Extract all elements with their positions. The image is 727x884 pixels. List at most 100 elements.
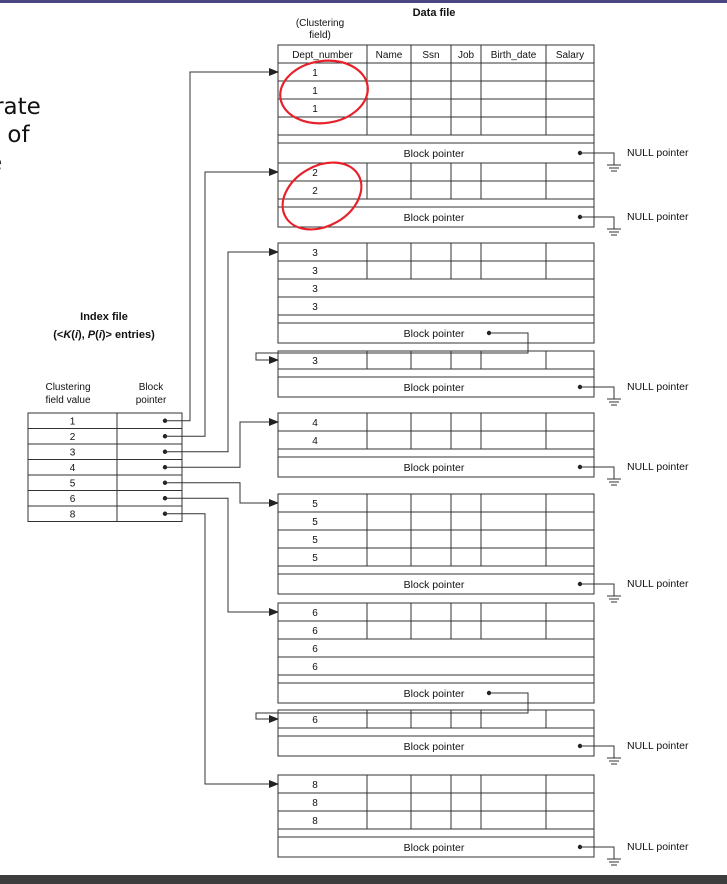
null-pointer-label: NULL pointer <box>627 740 689 752</box>
index-pointer-arrow <box>165 513 279 788</box>
dept-number-cell: 1 <box>312 86 318 97</box>
null-pointer-label: NULL pointer <box>627 211 689 223</box>
index-file-title: Index file <box>80 311 128 323</box>
block-frame <box>277 242 595 344</box>
block-frame <box>277 774 595 858</box>
index-entry-value: 8 <box>70 510 76 521</box>
dept-number-cell: 6 <box>312 608 318 619</box>
dept-number-cell: 3 <box>312 302 318 313</box>
dept-number-cell: 8 <box>312 816 318 827</box>
index-entry-value: 2 <box>70 432 76 443</box>
slide-text-line: d <box>0 177 70 205</box>
null-pointer-label: NULL pointer <box>627 147 689 159</box>
index-col1-header-line2: field value <box>45 395 90 406</box>
index-pointer-arrow <box>165 497 279 616</box>
chain-arrow <box>255 692 529 723</box>
chain-arrow <box>255 332 529 364</box>
index-pointer-arrow <box>165 248 279 453</box>
dept-number-cell: 1 <box>312 104 318 115</box>
block-frame <box>277 602 595 704</box>
red-circle-annotation <box>279 59 369 125</box>
bottom-bar <box>0 875 727 884</box>
block-frame <box>277 709 595 757</box>
dept-number-cell: 5 <box>312 535 318 546</box>
slide-text-line: arate <box>0 94 41 120</box>
index-entry-value: 6 <box>70 494 76 505</box>
column-header: Dept_number <box>292 50 353 61</box>
clustering-note-line1: (Clustering <box>296 18 344 29</box>
column-header: Job <box>458 50 475 61</box>
block-pointer-label: Block pointer <box>404 688 465 700</box>
index-entry-value: 4 <box>70 463 76 474</box>
red-circle-annotation <box>281 161 363 231</box>
block-pointer-label: Block pointer <box>404 212 465 224</box>
dept-number-cell: 2 <box>312 168 318 179</box>
index-entry-value: 5 <box>70 479 76 490</box>
index-entry-value: 3 <box>70 448 76 459</box>
dept-number-cell: 6 <box>312 662 318 673</box>
data-file-header: Dept_number Name Ssn Job Birth_date Salary <box>277 44 595 64</box>
null-pointer-label: NULL pointer <box>627 461 689 473</box>
block-pointer-label: Block pointer <box>404 382 465 394</box>
dept-number-cell: 8 <box>312 780 318 791</box>
dept-number-cell: 2 <box>312 186 318 197</box>
slide-text-line: o of <box>0 122 30 148</box>
block-frame <box>277 412 595 478</box>
slide-text-line: e <box>0 149 70 177</box>
block-pointer-label: Block pointer <box>404 462 465 474</box>
dept-number-cell: 6 <box>312 644 318 655</box>
dept-number-cell: 6 <box>312 715 318 726</box>
column-header: Salary <box>556 50 584 61</box>
index-pointer-arrow <box>165 68 279 422</box>
dept-number-cell: 1 <box>312 68 318 79</box>
column-header: Ssn <box>422 50 439 61</box>
block-pointer-label: Block pointer <box>404 842 465 854</box>
block-pointer-label: Block pointer <box>404 579 465 591</box>
block-pointer-label: Block pointer <box>404 741 465 753</box>
null-pointer-label: NULL pointer <box>627 841 689 853</box>
block-frame <box>277 162 595 228</box>
dept-number-cell: 5 <box>312 499 318 510</box>
block-frame <box>277 350 595 398</box>
index-col1-header-line1: Clustering <box>45 382 90 393</box>
index-pointer-arrow <box>165 168 279 437</box>
data-file-title: Data file <box>413 7 456 19</box>
index-col2-header-line1: Block <box>139 382 164 393</box>
index-file-subtitle: (<K(i), P(i)> entries) <box>53 329 155 341</box>
slide-text-fragment: arate o of e d <box>0 93 70 205</box>
dept-number-cell: 3 <box>312 284 318 295</box>
column-header: Birth_date <box>491 50 537 61</box>
dept-number-cell: 3 <box>312 356 318 367</box>
index-col2-header-line2: pointer <box>136 395 167 406</box>
index-table: 1 2 3 4 5 6 8 <box>27 412 183 522</box>
dept-number-cell: 4 <box>312 418 318 429</box>
dept-number-cell: 5 <box>312 517 318 528</box>
clustering-note-line2: field) <box>309 30 331 41</box>
dept-number-cell: 3 <box>312 266 318 277</box>
dept-number-cell: 3 <box>312 248 318 259</box>
block-frame <box>277 493 595 595</box>
dept-number-cell: 5 <box>312 553 318 564</box>
dept-number-cell: 4 <box>312 436 318 447</box>
null-pointer-label: NULL pointer <box>627 578 689 590</box>
index-pointer-arrow <box>165 418 279 468</box>
top-bar <box>0 0 727 3</box>
block-pointer-label: Block pointer <box>404 328 465 340</box>
column-header: Name <box>376 50 403 61</box>
block-pointer-label: Block pointer <box>404 148 465 160</box>
index-entry-value: 1 <box>70 417 76 428</box>
dept-number-cell: 8 <box>312 798 318 809</box>
null-pointer-label: NULL pointer <box>627 381 689 393</box>
dept-number-cell: 6 <box>312 626 318 637</box>
index-pointer-arrow <box>165 482 279 507</box>
